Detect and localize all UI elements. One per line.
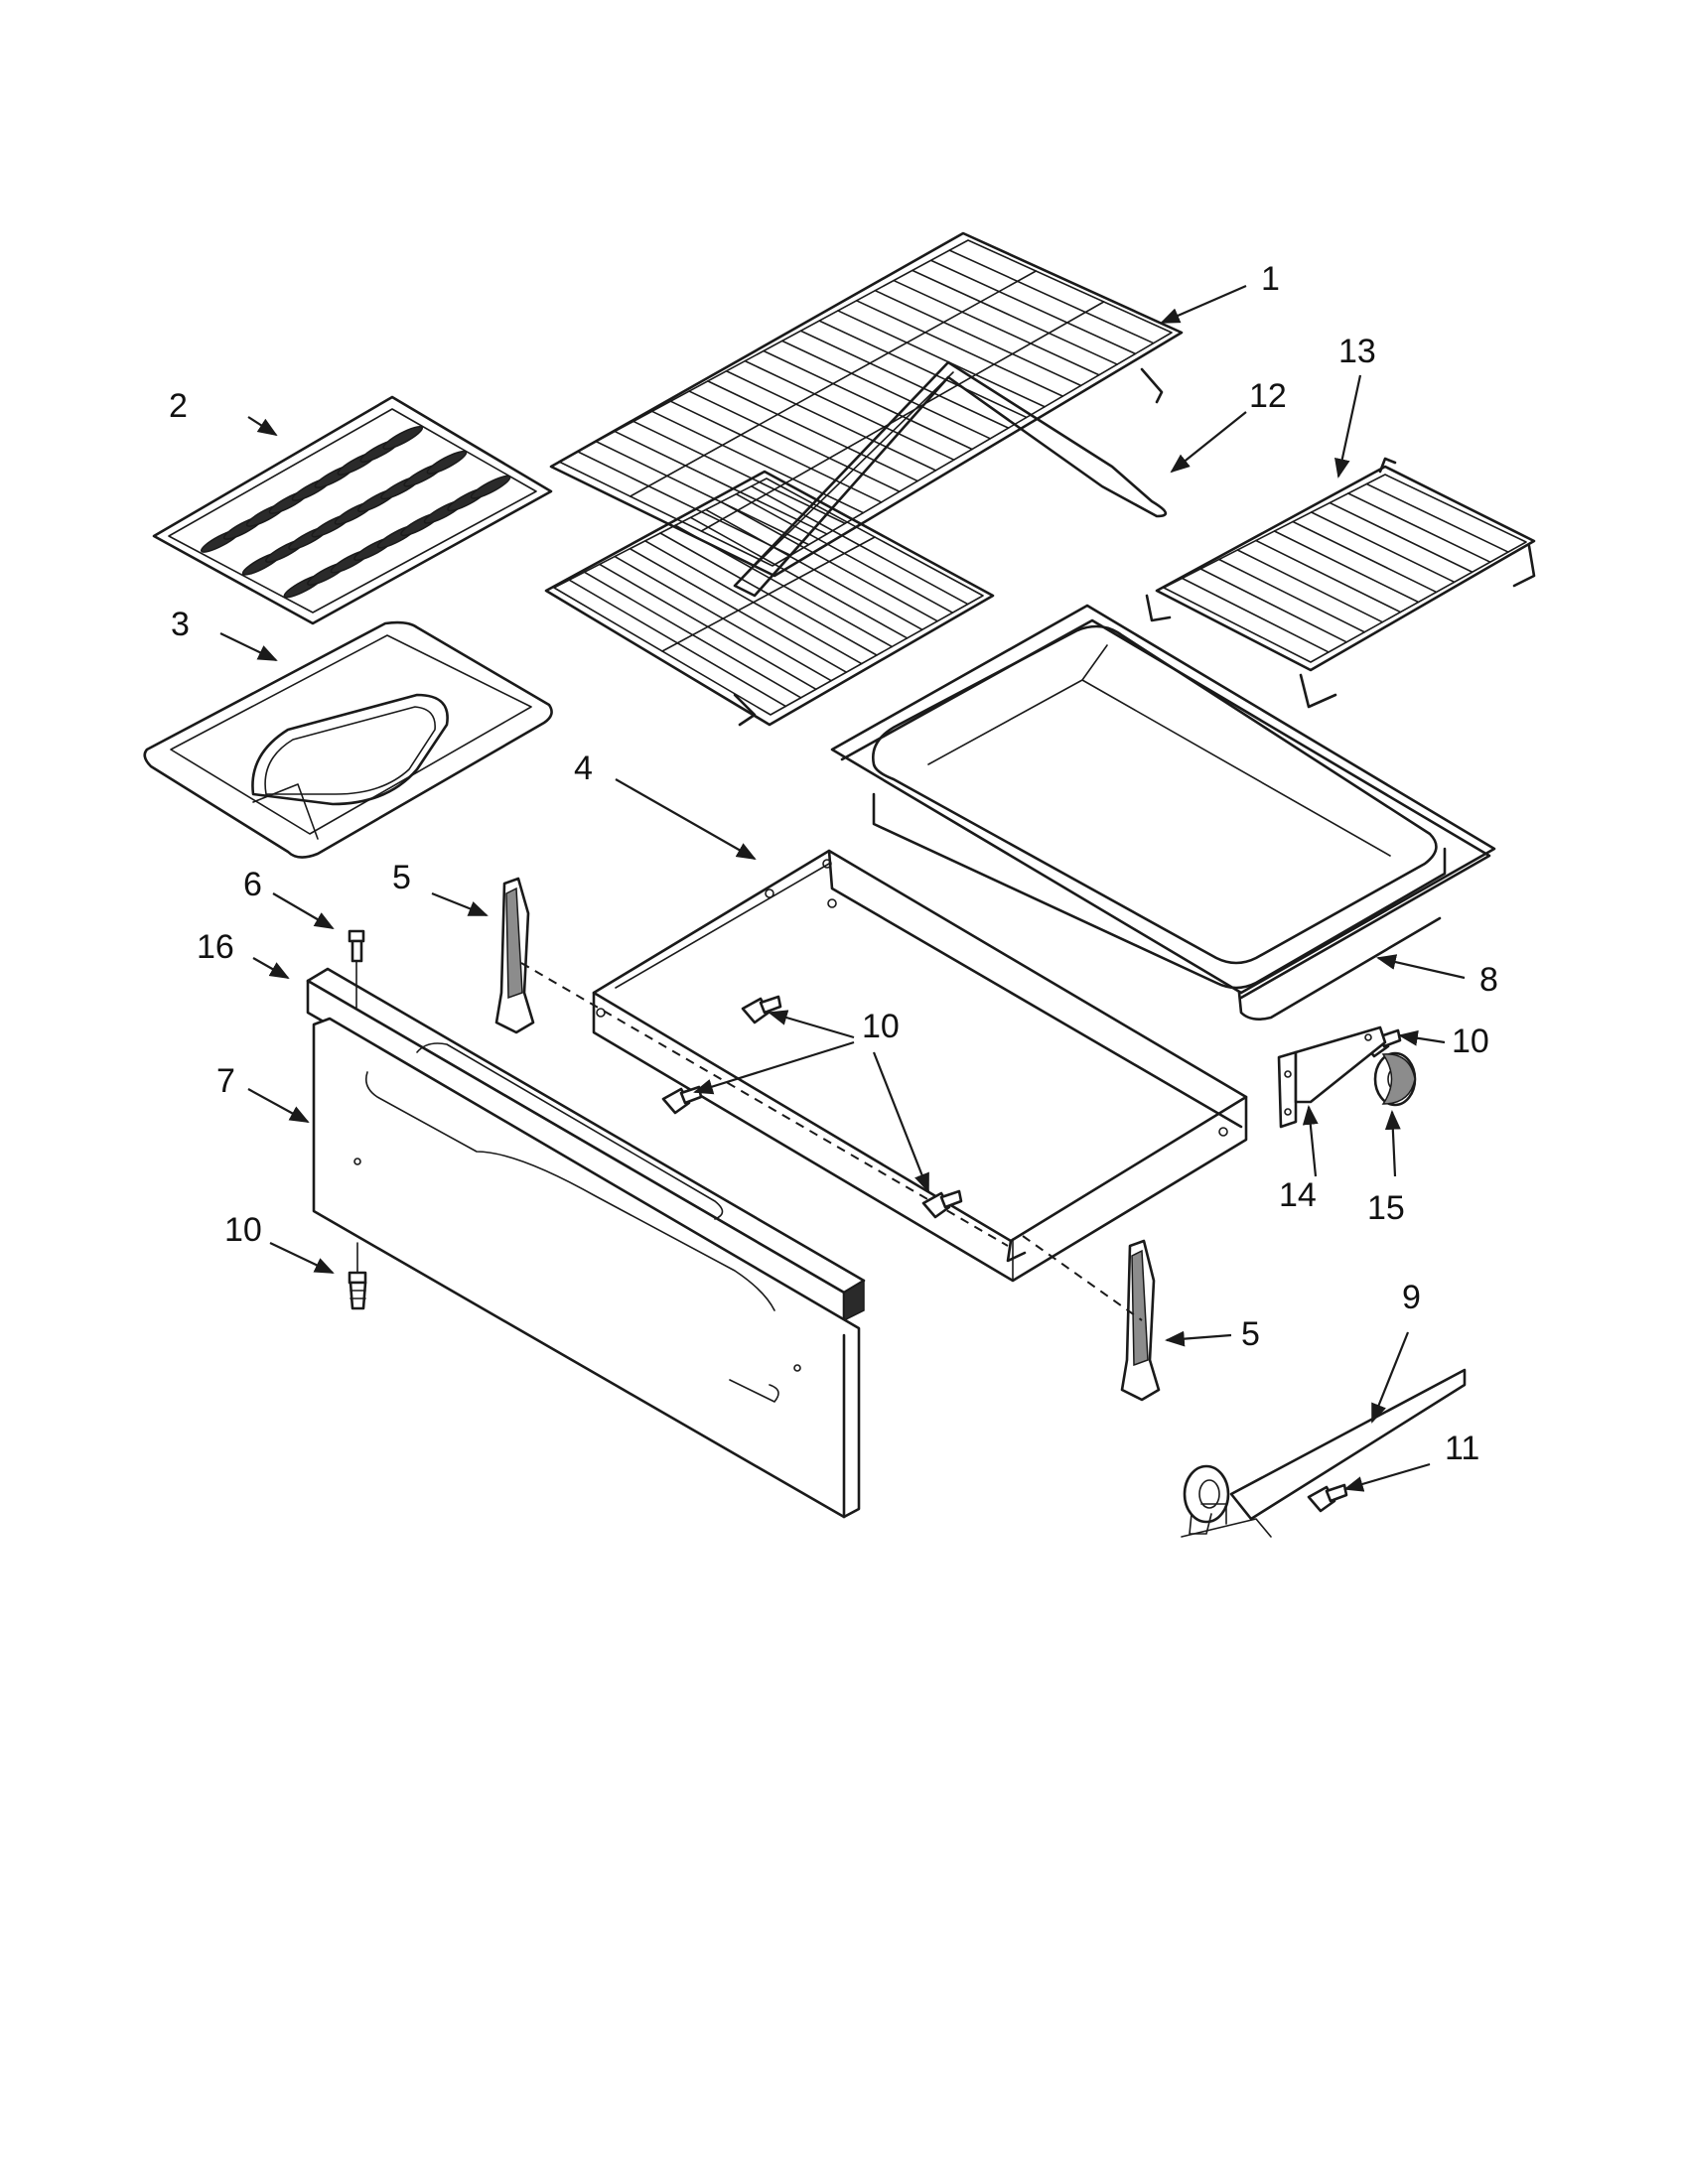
half-rack-part <box>1145 457 1536 709</box>
callout-10-drawer: 10 <box>862 1008 900 1045</box>
callout-labels: 1 2 3 4 5 5 6 7 8 9 10 10 10 11 12 13 14… <box>169 260 1498 1467</box>
handle-bar-part <box>306 967 866 1322</box>
callout-2: 2 <box>169 387 188 425</box>
oven-rack-part <box>549 231 1184 578</box>
lower-oven-rack-part <box>544 470 995 727</box>
callout-13: 13 <box>1338 333 1376 370</box>
roller-part-15 <box>1373 1051 1417 1107</box>
callout-16: 16 <box>197 928 234 966</box>
callout-5-right: 5 <box>1241 1315 1260 1353</box>
drawer-pan-part <box>830 604 1496 1021</box>
callout-15: 15 <box>1367 1189 1405 1227</box>
screw-part-10-drawer-b <box>661 1085 703 1115</box>
callout-6: 6 <box>243 866 262 903</box>
callout-3: 3 <box>171 606 190 643</box>
rack-handle-part <box>733 360 1168 598</box>
screw-part-10-drawer-c <box>921 1189 963 1219</box>
drawer-glide-part-left <box>494 877 535 1034</box>
rail-part-9 <box>1181 1368 1467 1538</box>
drawer-front-panel-part <box>312 1017 861 1519</box>
callout-11: 11 <box>1445 1430 1479 1467</box>
broiler-pan-part <box>143 620 553 859</box>
glide-alignment-line-left <box>520 962 1009 1247</box>
callout-12: 12 <box>1249 377 1287 415</box>
screw-part-10-lower-left <box>348 1242 367 1310</box>
screw-part-6 <box>348 929 365 1009</box>
leader-lines <box>219 284 1466 1492</box>
callout-14: 14 <box>1279 1176 1317 1214</box>
broiler-grid-part <box>152 395 553 625</box>
callout-8: 8 <box>1479 961 1498 999</box>
callout-10-lower-left: 10 <box>224 1211 262 1249</box>
callout-7: 7 <box>216 1062 235 1100</box>
callout-1: 1 <box>1261 260 1280 298</box>
callout-4: 4 <box>574 750 593 787</box>
callout-9: 9 <box>1402 1279 1421 1316</box>
glide-alignment-line-right <box>1022 1235 1143 1321</box>
callout-10-bracket: 10 <box>1452 1023 1489 1060</box>
bracket-part-14 <box>1277 1025 1387 1129</box>
drawer-body-part <box>592 849 1248 1283</box>
screw-part-10-drawer-a <box>741 995 782 1024</box>
callout-5-left: 5 <box>392 859 411 896</box>
screw-part-11 <box>1307 1483 1348 1513</box>
